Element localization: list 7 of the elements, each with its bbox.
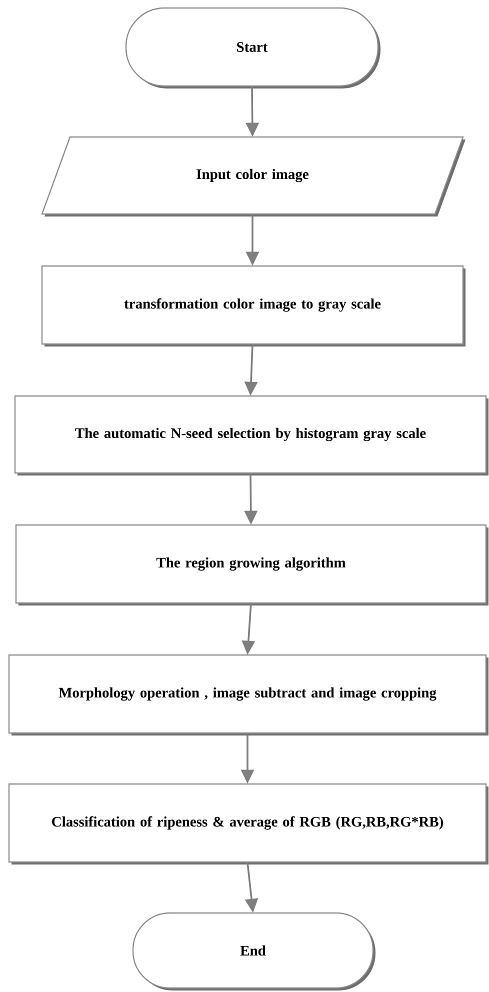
- process-box: The automatic N-seed selection by histogram gray scale: [14, 395, 488, 476]
- terminal-oval: End: [132, 912, 376, 990]
- process-box: The region growing algorithm: [15, 524, 488, 606]
- process-box: Classification of ripeness & average of RGB (RG,RB,RG*RB): [8, 783, 488, 864]
- process-box: transformation color image to gray scale: [41, 265, 466, 346]
- input-parallelogram: Input color image: [41, 136, 466, 216]
- process-box: Morphology operation , image subtract and image cropping: [8, 654, 488, 736]
